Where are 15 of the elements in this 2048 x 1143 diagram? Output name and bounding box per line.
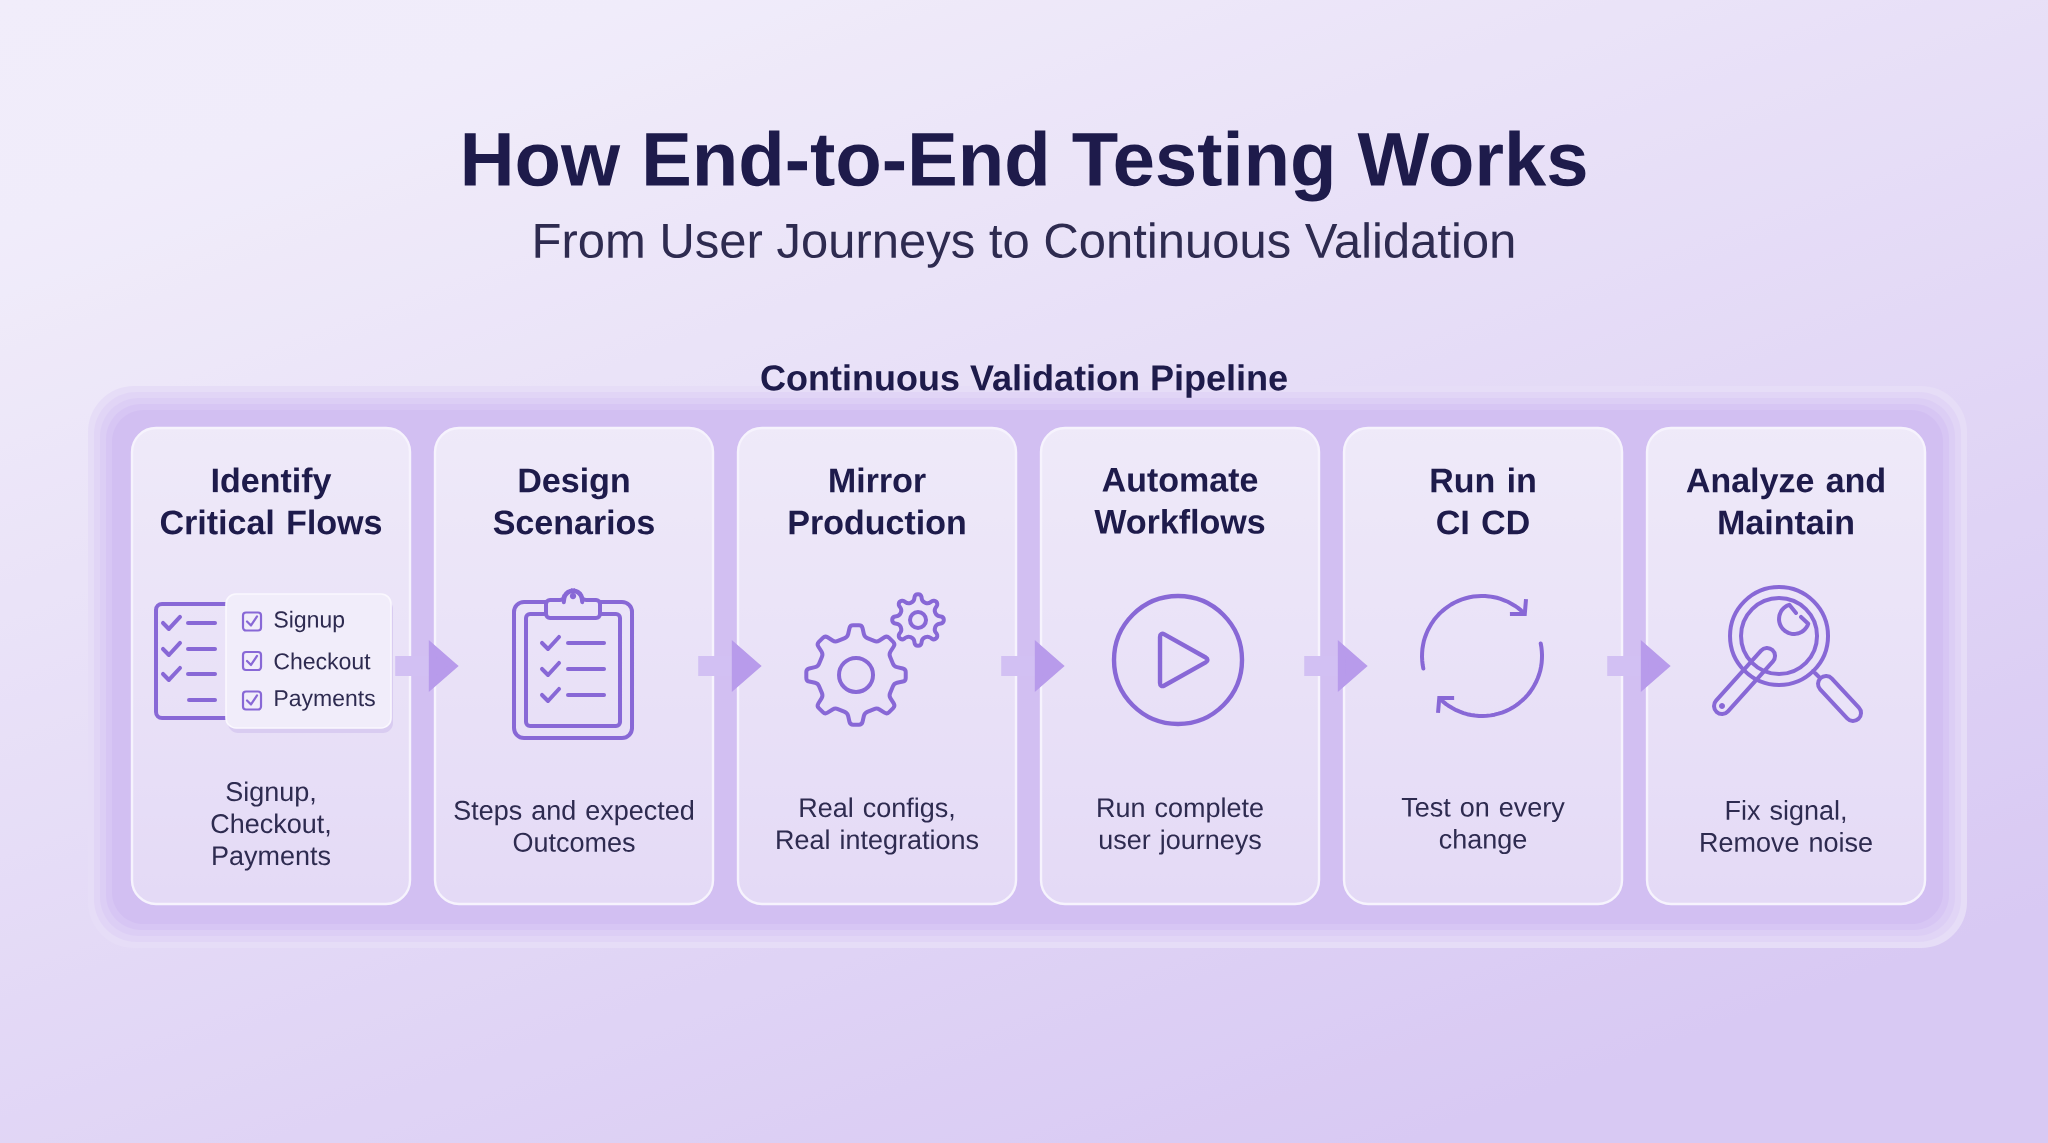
step-description: Steps and expected Outcomes [454,800,694,852]
step-title: Automate Workflows [1094,468,1265,534]
step-title: Identify Critical Flows [160,467,382,535]
step-description: Signup, Checkout, Payments [211,781,331,871]
step-description: Fix signal, Remove noise [1701,800,1872,852]
step-description: Run complete user journeys [1098,797,1263,855]
title: How End-to-End Testing Works [464,130,1586,202]
step-title: Mirror Production [789,467,965,535]
step-title: Design Scenarios [493,467,654,535]
step-title: Run in CI CD [1431,467,1535,535]
subtitle: From User Journeys to Continuous Validation [535,222,1514,268]
step-title: Analyze and Maintain [1686,467,1884,535]
step-description: Test on every change [1401,797,1565,855]
step-description: Real configs, Real integrations [777,797,979,855]
section-heading: Continuous Validation Pipeline [761,364,1287,398]
